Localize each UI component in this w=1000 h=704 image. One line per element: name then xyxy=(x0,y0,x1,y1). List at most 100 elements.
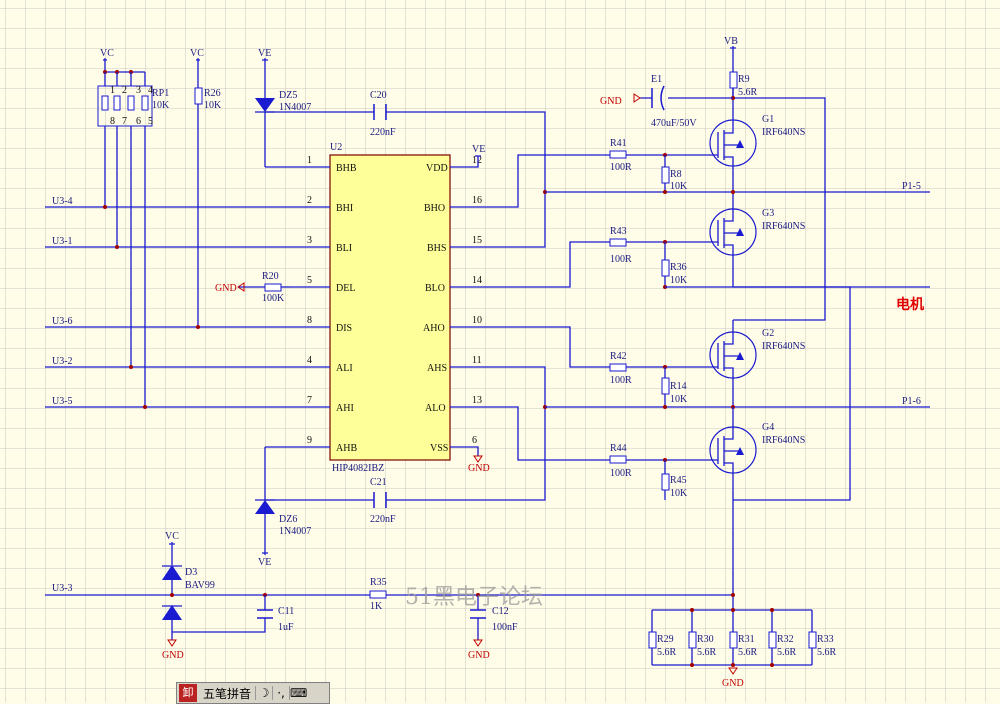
mosfet-g2[interactable]: G2 IRF640NS xyxy=(700,320,805,409)
svg-text:5.6R: 5.6R xyxy=(738,647,758,658)
watermark: 51黑电子论坛 xyxy=(405,585,543,610)
svg-text:1uF: 1uF xyxy=(278,622,294,633)
ve-label-vdd: VE xyxy=(472,144,485,155)
ime-logo-icon[interactable]: 卸 xyxy=(179,684,197,702)
resistor-r35[interactable]: R35 1K xyxy=(369,577,387,612)
pin-num-10: 10 xyxy=(472,315,482,326)
svg-text:100R: 100R xyxy=(610,254,632,265)
half-width-moon-icon[interactable]: ☽ xyxy=(255,686,272,700)
pin-num-14: 14 xyxy=(472,275,482,286)
pin-num-4: 4 xyxy=(307,355,312,366)
pin-num-16: 16 xyxy=(472,195,482,206)
soft-keyboard-icon[interactable]: ⌨ xyxy=(289,686,308,700)
resistor-r20[interactable]: R20 100K GND xyxy=(215,271,290,304)
motor-label: 电机 xyxy=(896,296,924,313)
vc-label-r26: VC xyxy=(190,48,204,59)
pin-name-ali: ALI xyxy=(336,363,353,374)
pulldown-r14[interactable]: R14 10K xyxy=(661,367,688,409)
capacitor-c12[interactable]: GND C12 100nF xyxy=(468,595,518,661)
svg-text:IRF640NS: IRF640NS xyxy=(762,221,805,232)
junction-shunt xyxy=(731,593,735,597)
gnd-label-shunt: GND xyxy=(722,678,744,689)
svg-text:BAV99: BAV99 xyxy=(185,580,215,591)
rp1-pin-5: 5 xyxy=(148,116,153,127)
svg-text:C12: C12 xyxy=(492,606,509,617)
svg-text:IRF640NS: IRF640NS xyxy=(762,341,805,352)
rp1-value: 10K xyxy=(152,100,170,111)
svg-text:IRF640NS: IRF640NS xyxy=(762,127,805,138)
capacitor-c21[interactable]: C21 220nF xyxy=(265,407,546,525)
ime-toolbar[interactable]: 卸 五笔拼音 ☽ ·, ⌨ xyxy=(176,682,330,704)
c20-ref: C20 xyxy=(370,90,387,101)
gate-resistor-r43[interactable]: R43 100R xyxy=(609,226,700,265)
shunt-resistors[interactable]: R29 5.6R R30 5.6R R31 5.6R R32 5.6R R33 … xyxy=(648,608,837,689)
rp1-pin-1: 1 xyxy=(110,85,115,96)
gate-resistor-r44[interactable]: R44 100R xyxy=(609,443,700,479)
ime-mode-label[interactable]: 五笔拼音 xyxy=(203,686,252,701)
svg-text:100R: 100R xyxy=(610,468,632,479)
pulldown-r45[interactable]: R45 10K xyxy=(661,460,688,500)
svg-text:G2: G2 xyxy=(762,328,774,339)
resistor-network-rp1[interactable]: VC 1 8 2 7 3 6 4 5 RP1 10K xyxy=(97,48,170,409)
svg-text:10K: 10K xyxy=(670,181,688,192)
bridge-low-b xyxy=(733,286,851,501)
pin-name-dis: DIS xyxy=(336,323,352,334)
dz5-ref: DZ5 xyxy=(279,90,297,101)
rp1-pin-3: 3 xyxy=(136,85,141,96)
vc-label-d3: VC xyxy=(165,531,179,542)
input-wires xyxy=(45,166,330,448)
svg-text:R9: R9 xyxy=(738,74,750,85)
bridge-high-b xyxy=(733,97,826,321)
pin-name-bhi: BHI xyxy=(336,203,353,214)
gnd-icon xyxy=(473,455,483,463)
mosfet-g3[interactable]: G3 IRF640NS xyxy=(700,190,805,287)
svg-text:R14: R14 xyxy=(670,381,687,392)
capacitor-c20[interactable]: C20 220nF xyxy=(265,90,546,248)
gnd-label-vss: GND xyxy=(468,463,490,474)
svg-text:10K: 10K xyxy=(670,488,688,499)
c21-value: 220nF xyxy=(370,514,396,525)
resistor-r26[interactable]: VC R26 10K xyxy=(190,48,222,329)
diode-dz5[interactable]: VE DZ5 1N4007 xyxy=(255,48,311,167)
net-p1-5: P1-5 xyxy=(902,181,921,192)
punctuation-icon[interactable]: ·, xyxy=(272,686,289,700)
svg-text:10K: 10K xyxy=(670,275,688,286)
pulldown-r8[interactable]: R8 10K xyxy=(661,155,688,194)
pin-name-alo: ALO xyxy=(425,403,446,414)
resistor-r9[interactable]: VB R9 5.6R xyxy=(724,36,758,100)
rp1-pin-6: 6 xyxy=(136,116,141,127)
svg-text:G4: G4 xyxy=(762,422,774,433)
vss-wire xyxy=(450,446,479,456)
gate-resistor-r41[interactable]: R41 100R xyxy=(609,138,700,173)
pin-num-15: 15 xyxy=(472,235,482,246)
pin-name-bhb: BHB xyxy=(336,163,357,174)
gate-drive-wires xyxy=(450,154,930,461)
diode-d3[interactable]: VC GND D3 BAV99 xyxy=(162,531,215,661)
net-u3-1: U3-1 xyxy=(52,236,73,247)
svg-text:R42: R42 xyxy=(610,351,627,362)
rp1-ref: RP1 xyxy=(152,88,169,99)
mosfet-g4[interactable]: G4 IRF640NS xyxy=(700,407,805,610)
net-u3-5: U3-5 xyxy=(52,396,73,407)
svg-text:G3: G3 xyxy=(762,208,774,219)
pin-num-5: 5 xyxy=(307,275,312,286)
gnd-label-r20: GND xyxy=(215,283,237,294)
pin-name-bli: BLI xyxy=(336,243,352,254)
pin-name-bho: BHO xyxy=(424,203,445,214)
capacitor-c11[interactable]: C11 1uF xyxy=(172,595,294,633)
svg-text:100R: 100R xyxy=(610,162,632,173)
net-p1-6: P1-6 xyxy=(902,396,921,407)
rp1-pin-4: 4 xyxy=(148,85,153,96)
ve-label-bottom: VE xyxy=(258,557,271,568)
svg-text:5.6R: 5.6R xyxy=(738,87,758,98)
ic-u2[interactable]: U2 HIP4082IBZ xyxy=(329,142,451,474)
gnd-label-c12: GND xyxy=(468,650,490,661)
capacitor-e1[interactable]: E1 470uF/50V GND xyxy=(600,74,733,129)
r26-ref: R26 xyxy=(204,88,221,99)
svg-text:R44: R44 xyxy=(610,443,627,454)
vb-label: VB xyxy=(724,36,738,47)
svg-text:100nF: 100nF xyxy=(492,622,518,633)
rp1-pin-2: 2 xyxy=(122,85,127,96)
